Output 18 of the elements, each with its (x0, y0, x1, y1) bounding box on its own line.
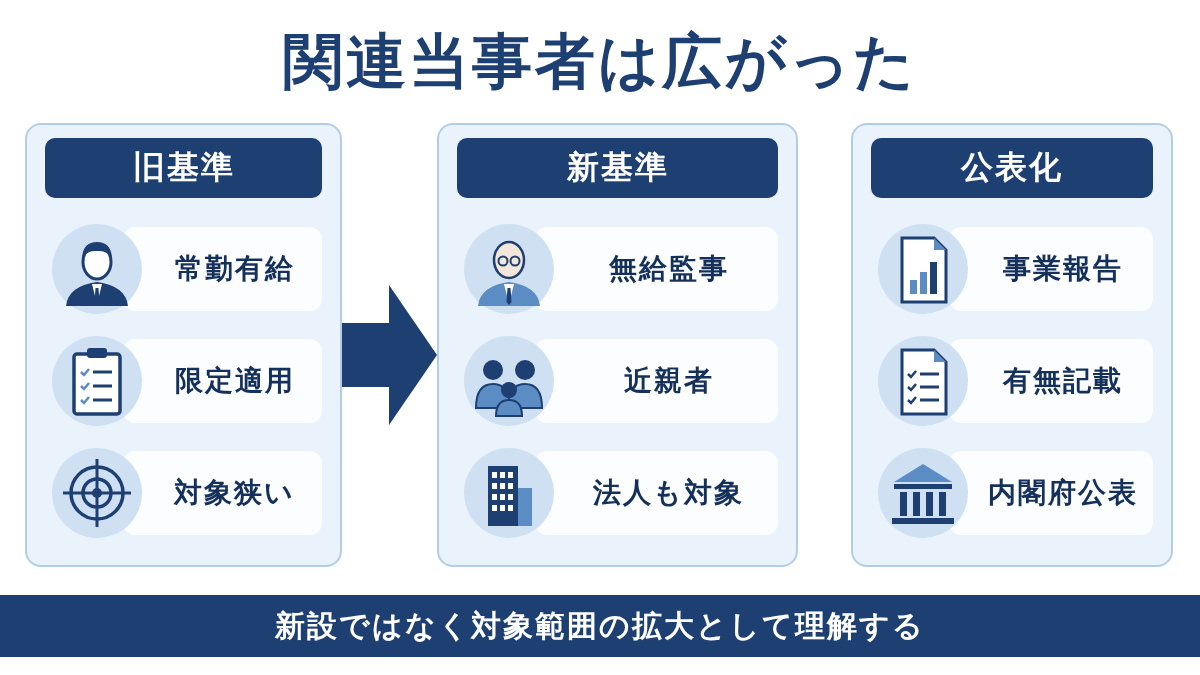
panel (437, 123, 798, 567)
item-label-box: 内閣府公表 (949, 451, 1153, 535)
item-label-box: 限定適用 (123, 339, 322, 423)
panel (851, 123, 1173, 567)
panel-heading: 公表化 (871, 138, 1153, 198)
panel-heading: 新基準 (457, 138, 778, 198)
item-label-box: 常勤有給 (123, 227, 322, 311)
summary-banner: 新設ではなく対象範囲の拡大として理解する (0, 595, 1200, 657)
panel-heading: 旧基準 (45, 138, 322, 198)
item-label-box: 無給監事 (535, 227, 778, 311)
item-label-box: 事業報告 (949, 227, 1153, 311)
title: 関連当事者は広がった (282, 25, 918, 98)
item-label-box: 有無記載 (949, 339, 1153, 423)
block-arrow (342, 285, 437, 425)
item-label-box: 対象狭い (123, 451, 322, 535)
item-label-box: 近親者 (535, 339, 778, 423)
item-label-box: 法人も対象 (535, 451, 778, 535)
panel (25, 123, 342, 567)
